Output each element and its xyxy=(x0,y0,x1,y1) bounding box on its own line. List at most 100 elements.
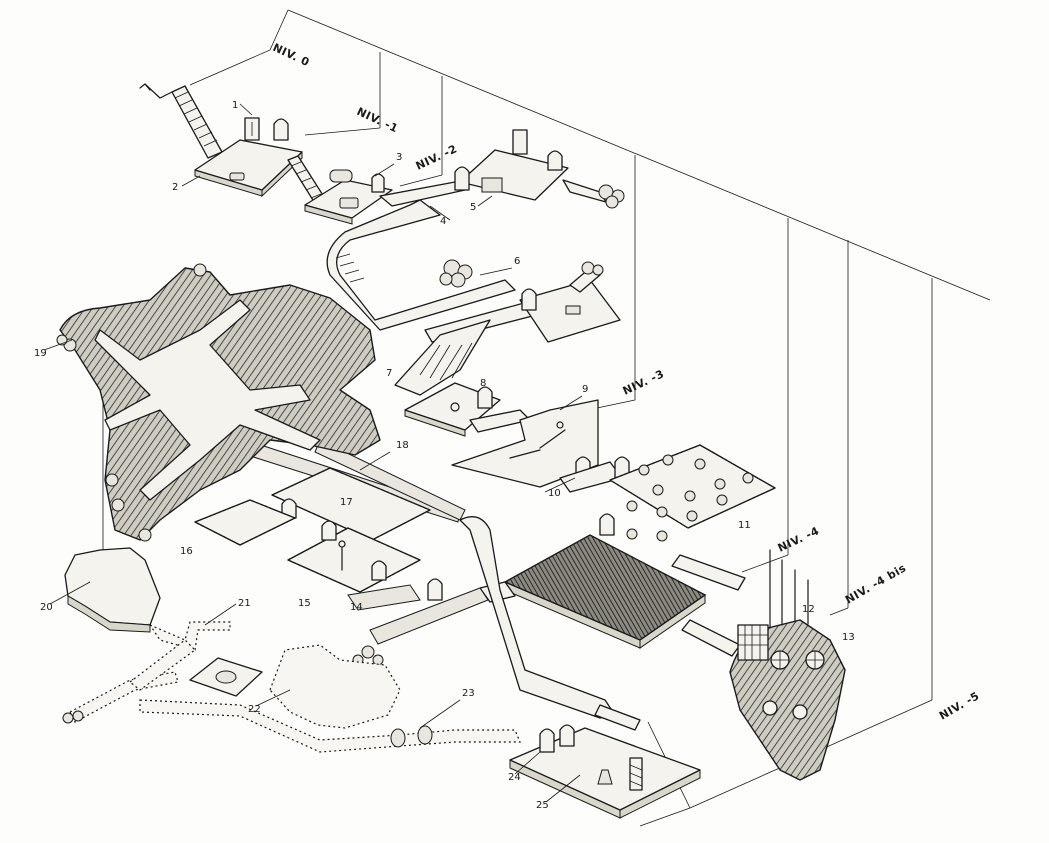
door-icon xyxy=(614,456,630,479)
level-label-minus3: NIV. -3 xyxy=(621,367,666,397)
door-icon xyxy=(512,129,528,155)
rubble-icon xyxy=(329,169,353,183)
creature-icon xyxy=(215,670,237,684)
area-tunnel xyxy=(459,516,641,731)
room-15 xyxy=(287,527,421,593)
location-number: 1 xyxy=(232,100,238,111)
location-number: 3 xyxy=(396,152,402,163)
location-number: 8 xyxy=(480,378,486,389)
door-icon xyxy=(371,173,385,193)
level-label-minus2: NIV. -2 xyxy=(414,142,459,172)
door-icon xyxy=(371,560,387,581)
stairs-icon xyxy=(335,253,365,283)
door-icon xyxy=(559,724,575,747)
room-25 xyxy=(509,727,701,811)
rubble-icon xyxy=(581,261,604,276)
area-entrance xyxy=(139,83,327,206)
chest-icon xyxy=(229,172,245,181)
stairs-icon xyxy=(287,155,327,206)
door-icon xyxy=(454,166,470,191)
door-icon xyxy=(539,728,555,753)
skull-icon xyxy=(626,454,754,542)
location-number: 22 xyxy=(248,704,261,715)
stairs-icon xyxy=(419,342,473,381)
level-label-minus1: NIV. -1 xyxy=(355,105,400,135)
door-icon xyxy=(273,118,289,141)
corridor-long xyxy=(326,199,516,331)
rubble-icon xyxy=(439,259,473,288)
label-leader-lines xyxy=(43,103,583,803)
room-2 xyxy=(194,139,303,191)
location-number: 10 xyxy=(548,488,561,499)
location-number: 18 xyxy=(396,440,409,451)
rubble-icon xyxy=(598,184,625,209)
figure-icon xyxy=(509,421,566,459)
area-graveyard-11 xyxy=(599,444,776,542)
cave-20 xyxy=(64,547,161,626)
location-number: 16 xyxy=(180,546,193,557)
portcullis-icon xyxy=(737,624,769,661)
area-tower xyxy=(729,549,846,781)
central-pit xyxy=(503,534,707,641)
orb-icon xyxy=(450,402,460,412)
rubble-icon xyxy=(62,710,84,724)
corridor-pit-east xyxy=(671,554,746,591)
location-number: 6 xyxy=(514,256,520,267)
corridor-14 xyxy=(369,587,489,645)
door-icon xyxy=(599,513,615,536)
chest-icon xyxy=(565,305,581,315)
statue-icon xyxy=(338,540,346,571)
exit-arrow-icon xyxy=(139,83,173,99)
corridor-21 xyxy=(148,621,231,651)
location-number: 2 xyxy=(172,182,178,193)
area-level-minus5 xyxy=(509,724,701,819)
level-label-minus4: NIV. -4 xyxy=(776,524,821,554)
location-number: 4 xyxy=(440,216,446,227)
location-number: 21 xyxy=(238,598,251,609)
door-icon xyxy=(427,578,443,601)
location-number: 15 xyxy=(298,598,311,609)
location-number: 17 xyxy=(340,497,353,508)
area-west-rooms xyxy=(194,434,489,666)
chest-icon xyxy=(481,177,503,193)
area-room-3 xyxy=(304,169,466,225)
altar-icon xyxy=(597,769,613,785)
location-numbers: 1 2 3 4 5 6 7 8 9 10 11 12 13 14 15 16 1… xyxy=(34,100,855,811)
area-level-minus3 xyxy=(404,382,630,493)
level-label-minus4bis: NIV. -4 bis xyxy=(843,561,909,606)
location-number: 11 xyxy=(738,520,751,531)
location-number: 7 xyxy=(386,368,392,379)
door-icon xyxy=(521,288,537,311)
level-label-0: NIV. 0 xyxy=(271,41,312,69)
location-number: 23 xyxy=(462,688,475,699)
location-number: 20 xyxy=(40,602,53,613)
chest-icon xyxy=(339,197,359,209)
location-number: 12 xyxy=(802,604,815,615)
rubble-icon xyxy=(390,725,433,748)
level-label-minus5: NIV. -5 xyxy=(937,689,982,722)
tunnel-to-25 xyxy=(594,704,641,731)
cave-passage xyxy=(94,299,321,501)
area-central-pit xyxy=(479,534,746,657)
area-lower-west xyxy=(62,547,521,753)
location-number: 14 xyxy=(350,602,363,613)
door-icon xyxy=(281,498,297,519)
location-number: 9 xyxy=(582,384,588,395)
location-number: 25 xyxy=(536,800,549,811)
area-cave-19 xyxy=(56,263,381,542)
door-icon xyxy=(321,520,337,541)
corridor-21-west xyxy=(69,671,179,723)
rubble-icon xyxy=(56,263,207,542)
room-16 xyxy=(194,499,296,546)
corridor-to-tower xyxy=(681,619,741,657)
location-number: 19 xyxy=(34,348,47,359)
location-number: 24 xyxy=(508,772,521,783)
stairs-icon xyxy=(171,85,223,159)
location-number: 5 xyxy=(470,202,476,213)
door-icon xyxy=(547,150,563,171)
tunnel-main xyxy=(459,516,616,719)
round-window-icon xyxy=(762,650,825,720)
location-number: 13 xyxy=(842,632,855,643)
area-level-minus2 xyxy=(326,129,625,396)
